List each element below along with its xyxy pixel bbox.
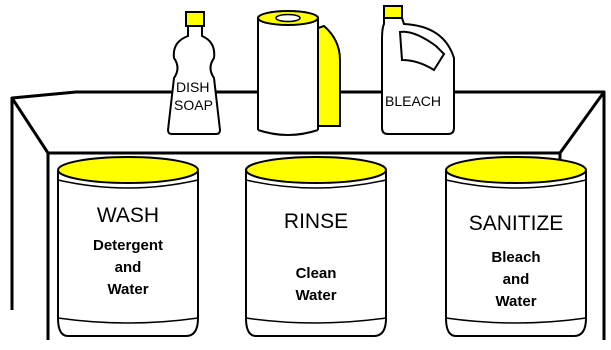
rinse-bucket: RINSE Clean Water	[246, 157, 386, 336]
paper-towel-roll-icon	[258, 11, 340, 135]
sanitize-bucket: SANITIZE Bleach and Water	[446, 157, 586, 336]
dish-soap-label-line1: DISH	[176, 79, 209, 95]
sanitize-line-1: Bleach	[491, 249, 540, 266]
wash-line-1: Detergent	[93, 237, 163, 254]
rinse-line-2: Water	[295, 287, 336, 304]
sanitize-title: SANITIZE	[469, 212, 564, 235]
wash-line-3: Water	[107, 281, 148, 298]
sanitize-bucket-lid	[446, 157, 586, 183]
rinse-title: RINSE	[284, 210, 348, 233]
dish-soap-label-line2: SOAP	[174, 97, 213, 113]
bleach-label: BLEACH	[385, 93, 441, 109]
rinse-line-1: Clean	[296, 265, 337, 282]
bleach-jug-icon: BLEACH	[382, 6, 454, 134]
dish-soap-bottle-icon: DISH SOAP	[168, 12, 220, 134]
sanitize-line-3: Water	[495, 293, 536, 310]
wash-title: WASH	[97, 204, 159, 227]
sanitize-line-2: and	[503, 271, 530, 288]
wash-bucket-lid	[58, 157, 198, 183]
wash-bucket: WASH Detergent and Water	[58, 157, 198, 336]
wash-line-2: and	[115, 259, 142, 276]
rinse-bucket-lid	[246, 157, 386, 183]
